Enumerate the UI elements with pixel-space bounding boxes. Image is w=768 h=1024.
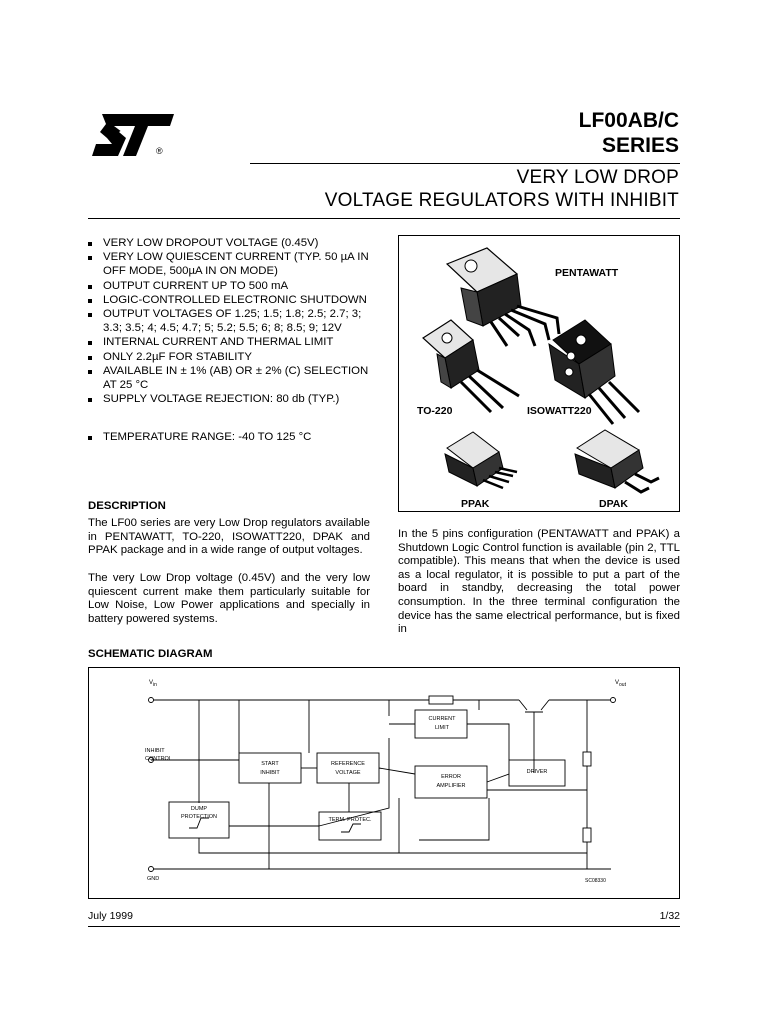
feature-item: TEMPERATURE RANGE: -40 TO 125 °C: [88, 430, 378, 444]
package-illustrations: [422, 247, 660, 494]
feature-item: ONLY 2.2µF FOR STABILITY: [88, 350, 378, 364]
feature-item: VERY LOW DROPOUT VOLTAGE (0.45V): [88, 236, 378, 250]
schematic-heading: SCHEMATIC DIAGRAM: [88, 648, 213, 660]
description-heading: DESCRIPTION: [88, 500, 166, 512]
header-rule: [250, 163, 680, 164]
page-number: 1/32: [659, 910, 680, 922]
description-para-2: The very Low Drop voltage (0.45V) and th…: [88, 572, 370, 625]
description-para-1: The LF00 series are very Low Drop regula…: [88, 517, 370, 557]
to220-package-image: [422, 319, 520, 414]
feature-list: VERY LOW DROPOUT VOLTAGE (0.45V) VERY LO…: [88, 236, 378, 445]
feature-item: VERY LOW QUIESCENT CURRENT (TYP. 50 µA I…: [88, 250, 378, 278]
label-dpak: DPAK: [599, 498, 628, 510]
driver-block: DRIVER: [526, 769, 548, 775]
subtitle-line2: VOLTAGE REGULATORS WITH INHIBIT: [324, 190, 679, 211]
part-number: LF00AB/C: [578, 109, 679, 132]
registered-mark: ®: [156, 146, 163, 156]
dpak-package-image: [574, 429, 660, 494]
feature-item: INTERNAL CURRENT AND THERMAL LIMIT: [88, 335, 378, 349]
description-para-3: In the 5 pins configuration (PENTAWATT a…: [398, 528, 680, 636]
footer-rule: [88, 926, 680, 927]
label-pentawatt: PENTAWATT: [555, 267, 619, 279]
pentawatt-package-image: [445, 247, 561, 347]
part-series: SERIES: [601, 134, 679, 157]
subtitle-line1: VERY LOW DROP: [516, 167, 679, 188]
gnd-label: GND: [147, 876, 160, 882]
feature-item: OUTPUT VOLTAGES OF 1.25; 1.5; 1.8; 2.5; …: [88, 307, 378, 335]
feature-item: SUPPLY VOLTAGE REJECTION: 80 db (TYP.): [88, 392, 378, 406]
label-to220: TO-220: [417, 405, 453, 417]
package-figure: PENTAWATT TO-220 ISOWATT220 PPAK DPAK: [398, 235, 680, 512]
schematic-code: SC08330: [585, 878, 606, 884]
schematic-lines: [148, 695, 616, 872]
footer-date: July 1999: [88, 910, 133, 922]
term-protec-block: TERM. PROTEC.: [328, 817, 372, 823]
subtitle-rule: [88, 218, 680, 219]
st-logo: [92, 114, 174, 156]
feature-item: AVAILABLE IN ± 1% (AB) OR ± 2% (C) SELEC…: [88, 364, 378, 392]
ppak-package-image: [444, 431, 518, 490]
feature-item: OUTPUT CURRENT UP TO 500 mA: [88, 279, 378, 293]
label-ppak: PPAK: [461, 498, 490, 510]
feature-item: LOGIC-CONTROLLED ELECTRONIC SHUTDOWN: [88, 293, 378, 307]
vout-label: Vout: [615, 680, 626, 689]
label-isowatt220: ISOWATT220: [527, 405, 592, 417]
vin-label: Vin: [149, 680, 157, 689]
isowatt220-package-image: [548, 319, 641, 425]
